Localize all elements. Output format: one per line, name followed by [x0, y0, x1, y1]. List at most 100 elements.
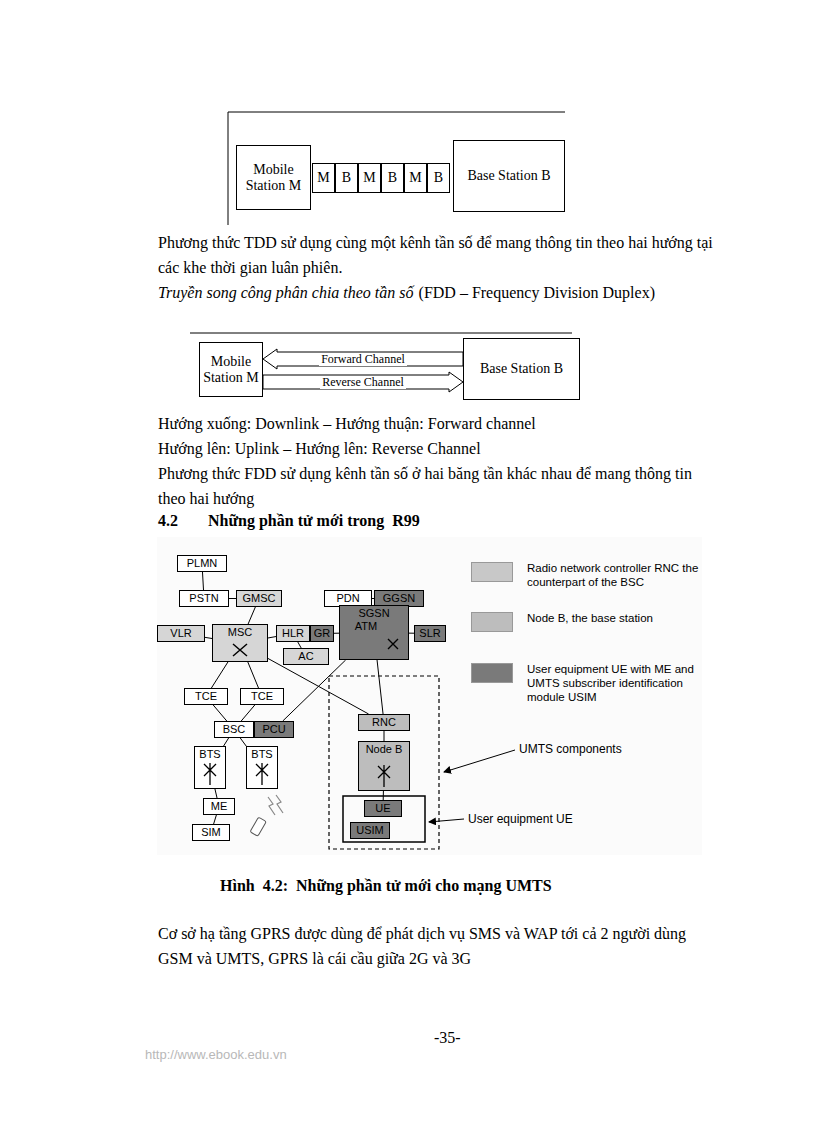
node-text-group: B — [342, 170, 351, 186]
network-element-box: MSC — [212, 624, 268, 662]
node-label: PDN — [336, 592, 359, 605]
switch-stroke — [233, 644, 247, 656]
antenna-stroke — [378, 765, 390, 787]
link-line — [211, 662, 228, 688]
network-element-box: BTS — [246, 746, 278, 789]
legend-text: Node B, the base station — [527, 611, 699, 625]
frame-line — [228, 112, 565, 225]
callout-label: UMTS components — [519, 742, 622, 757]
station-box: Mobile Station M — [199, 342, 263, 397]
node-text-group: GR — [314, 627, 331, 640]
node-text-group: B — [434, 170, 443, 186]
channel-label: Reverse Channel — [320, 376, 406, 389]
station-box: Mobile Station M — [236, 145, 311, 210]
network-element-box: ME — [203, 798, 235, 815]
legend-text: User equipment UE with ME and UMTS subsc… — [527, 662, 699, 704]
paragraph: Phương thức FDD sử dụng kênh tần số ở ha… — [158, 461, 718, 511]
network-element-box: PLMN — [177, 555, 227, 572]
node-label: MSC — [228, 626, 252, 639]
link-line — [202, 572, 203, 590]
figure-caption: Hình 4.2: Những phần tử mới cho mạng UMT… — [220, 873, 552, 898]
antenna-symbol — [254, 761, 270, 785]
callout-label: User equipment UE — [468, 812, 573, 827]
link-line — [215, 789, 217, 798]
node-label: UE — [375, 802, 390, 815]
link-line — [283, 660, 346, 721]
antenna-symbol — [202, 761, 218, 785]
link-line — [268, 637, 276, 638]
paragraph: Cơ sở hạ tầng GPRS được dùng để phát dịc… — [158, 921, 718, 971]
node-label: SLR — [419, 627, 440, 640]
network-element-box: RNC — [358, 714, 410, 731]
network-element-box: UE — [364, 800, 402, 817]
link-line — [383, 791, 384, 800]
node-label: Base Station B — [480, 361, 563, 377]
network-element-box: SGSNATM — [339, 605, 409, 660]
node-text-group: PCU — [262, 723, 285, 736]
node-label: PCU — [262, 723, 285, 736]
node-label: SGSN — [355, 607, 393, 620]
paragraph: Hướng xuống: Downlink – Hướng thuận: For… — [158, 411, 718, 436]
legend-swatch — [471, 612, 513, 632]
node-text-group: MSC — [228, 626, 252, 639]
node-text-group: Mobile Station M — [240, 162, 307, 194]
link-line — [213, 705, 227, 721]
network-element-box: HLR — [276, 625, 310, 642]
node-label: PLMN — [187, 557, 218, 570]
node-label: BTS — [199, 748, 220, 761]
node-text-group: GGSN — [383, 592, 415, 605]
network-element-box: GR — [310, 625, 334, 642]
network-element-box: BTS — [194, 746, 226, 789]
node-label: GGSN — [383, 592, 415, 605]
network-element-box: GMSC — [236, 590, 282, 607]
section-heading: Những phần tử mới trong R99 — [208, 508, 420, 533]
station-box: Base Station B — [463, 338, 580, 400]
node-text-group: ME — [211, 800, 228, 813]
network-element-box: AC — [283, 648, 329, 665]
frame-line — [190, 333, 572, 334]
node-label: Base Station B — [467, 168, 550, 184]
node-text-group: B — [388, 170, 397, 186]
leader-arrow — [444, 750, 515, 772]
umts-region — [329, 676, 439, 849]
node-text-group: M — [317, 170, 329, 186]
node-text-group: TCE — [195, 690, 217, 703]
node-label: M — [363, 170, 375, 186]
watermark: http://www.ebook.edu.vn — [145, 1047, 287, 1063]
switch-stroke — [388, 639, 398, 649]
network-element-box: SIM — [192, 824, 230, 841]
node-label: Mobile Station M — [240, 162, 307, 194]
link-line — [240, 738, 246, 746]
node-text-group: PDN — [336, 592, 359, 605]
link-line — [241, 705, 255, 721]
network-element-box: PCU — [254, 721, 294, 738]
station-box: B — [381, 163, 404, 193]
node-label: BTS — [251, 748, 272, 761]
node-text-group: BTS — [199, 748, 220, 761]
station-box: B — [427, 163, 450, 193]
link-line — [248, 662, 259, 688]
node-label: VLR — [170, 627, 191, 640]
figure-ground — [157, 537, 702, 855]
node-text-group: SIM — [201, 826, 221, 839]
network-element-box: TCE — [240, 688, 284, 705]
link-line — [205, 637, 212, 638]
node-label: TCE — [195, 690, 217, 703]
link-line — [224, 738, 229, 746]
node-label: Node B — [366, 743, 403, 756]
link-line — [377, 660, 383, 714]
ue-outline — [343, 796, 425, 842]
network-element-box: Node B — [358, 741, 410, 791]
node-text-group: VLR — [170, 627, 191, 640]
node-label: B — [388, 170, 397, 186]
switch-symbol — [387, 638, 399, 650]
node-label: TCE — [251, 690, 273, 703]
station-box: M — [358, 163, 381, 193]
section-number: 4.2 — [158, 508, 178, 533]
node-label: B — [342, 170, 351, 186]
node-text-group: UE — [375, 802, 390, 815]
antenna-stroke — [204, 763, 216, 785]
node-label: USIM — [356, 824, 384, 837]
